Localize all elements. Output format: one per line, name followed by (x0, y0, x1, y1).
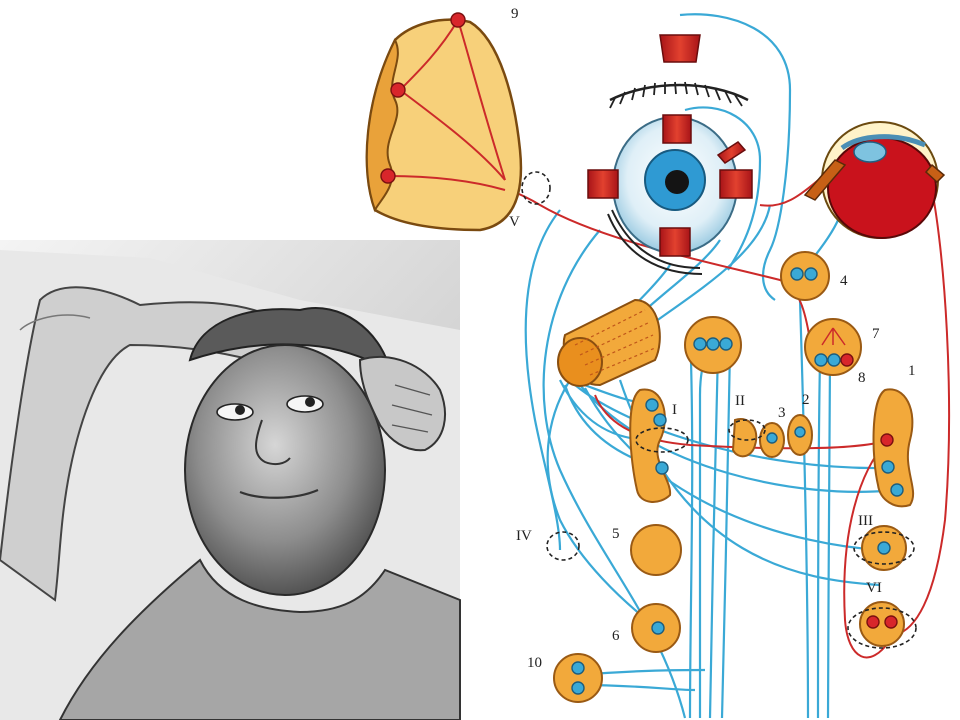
cell-cc (719, 337, 733, 351)
nucleus-II (731, 418, 758, 458)
label-II: II (735, 393, 745, 409)
lesion-markers (521, 171, 917, 649)
cortex (365, 12, 523, 232)
cell-III (877, 541, 891, 555)
nuclei (553, 251, 915, 703)
lesion-marker-I (635, 427, 689, 453)
right-eye-icon (286, 395, 324, 413)
cell-Ib (653, 413, 667, 427)
cell-2 (794, 426, 806, 438)
cell-78c (840, 353, 854, 367)
lesion-marker-VI (847, 607, 917, 649)
cornea (840, 134, 926, 151)
lesion-marker-II (728, 419, 766, 441)
patient-photo (0, 240, 461, 720)
fingers (391, 384, 433, 433)
label-5: 5 (612, 526, 620, 542)
cortex-neuron-bottom (380, 168, 396, 184)
cell-10a (571, 661, 585, 675)
neck-chest (58, 558, 461, 720)
cell-cb (706, 337, 720, 351)
tendon (611, 209, 701, 269)
cell-1a (880, 433, 894, 447)
cortex-neuron-top (450, 12, 466, 28)
sphincter-muscle (924, 163, 946, 184)
label-8: 8 (858, 370, 866, 386)
face (184, 344, 386, 596)
label-4: 4 (840, 273, 848, 289)
eyelashes-icon (609, 81, 743, 109)
nucleus-5 (630, 524, 682, 576)
right-pupil (305, 397, 315, 407)
lens-icon (853, 141, 887, 163)
lesion-marker-V (521, 171, 551, 205)
label-10: 10 (527, 655, 542, 671)
eyelid (609, 34, 749, 109)
lesion-marker-III (853, 531, 915, 565)
cell-Ic (655, 461, 669, 475)
cell-6 (651, 621, 665, 635)
label-7: 7 (872, 326, 880, 342)
mouth (239, 488, 319, 499)
label-1: 1 (908, 363, 916, 379)
front-eye (587, 114, 753, 275)
label-6: 6 (612, 628, 620, 644)
cell-3 (766, 432, 778, 444)
medial-rectus-muscle (719, 169, 753, 199)
nucleus-1 (872, 388, 915, 508)
cell-78a (814, 353, 828, 367)
superior-rectus-muscle (662, 114, 692, 144)
cell-Ia (645, 398, 659, 412)
cell-VIa (866, 615, 880, 629)
label-III: III (858, 513, 873, 529)
pupil-icon (665, 170, 689, 194)
eyelid-line (609, 83, 749, 102)
cell-10b (571, 681, 585, 695)
left-eye-icon (216, 403, 254, 421)
label-3: 3 (778, 405, 786, 421)
tendon-outline (607, 213, 703, 275)
nose (255, 419, 291, 466)
cell-ca (693, 337, 707, 351)
label-VI: VI (866, 580, 882, 596)
cortex-neuron-middle (390, 82, 406, 98)
lesion-marker-IV (546, 531, 580, 561)
mlf-bundle (557, 298, 661, 387)
hand (358, 355, 446, 452)
ciliary-muscle (803, 159, 847, 201)
label-I: I (672, 402, 677, 418)
side-eye (803, 121, 946, 239)
cell-VIb (884, 615, 898, 629)
bundle-end (557, 337, 603, 387)
inferior-rectus-muscle (659, 227, 691, 257)
label-9: 9 (511, 6, 519, 22)
arm-shade (19, 314, 91, 331)
label-2: 2 (802, 392, 810, 408)
label-IV: IV (516, 528, 532, 544)
lateral-rectus-muscle (587, 169, 619, 199)
nucleus-10 (553, 653, 603, 703)
cell-78b (827, 353, 841, 367)
cell-1b (881, 460, 895, 474)
label-V: V (509, 214, 520, 230)
cell-4a (790, 267, 804, 281)
cell-4b (804, 267, 818, 281)
left-pupil (235, 405, 245, 415)
cell-1c (890, 483, 904, 497)
diagram-labels: 9 V 4 7 8 1 I II 3 2 III IV 5 VI 6 10 (509, 6, 916, 671)
levator-muscle (659, 34, 701, 63)
blue-pathways (524, 13, 896, 719)
nucleus-VI (859, 601, 905, 647)
oblique-muscle (716, 141, 747, 164)
